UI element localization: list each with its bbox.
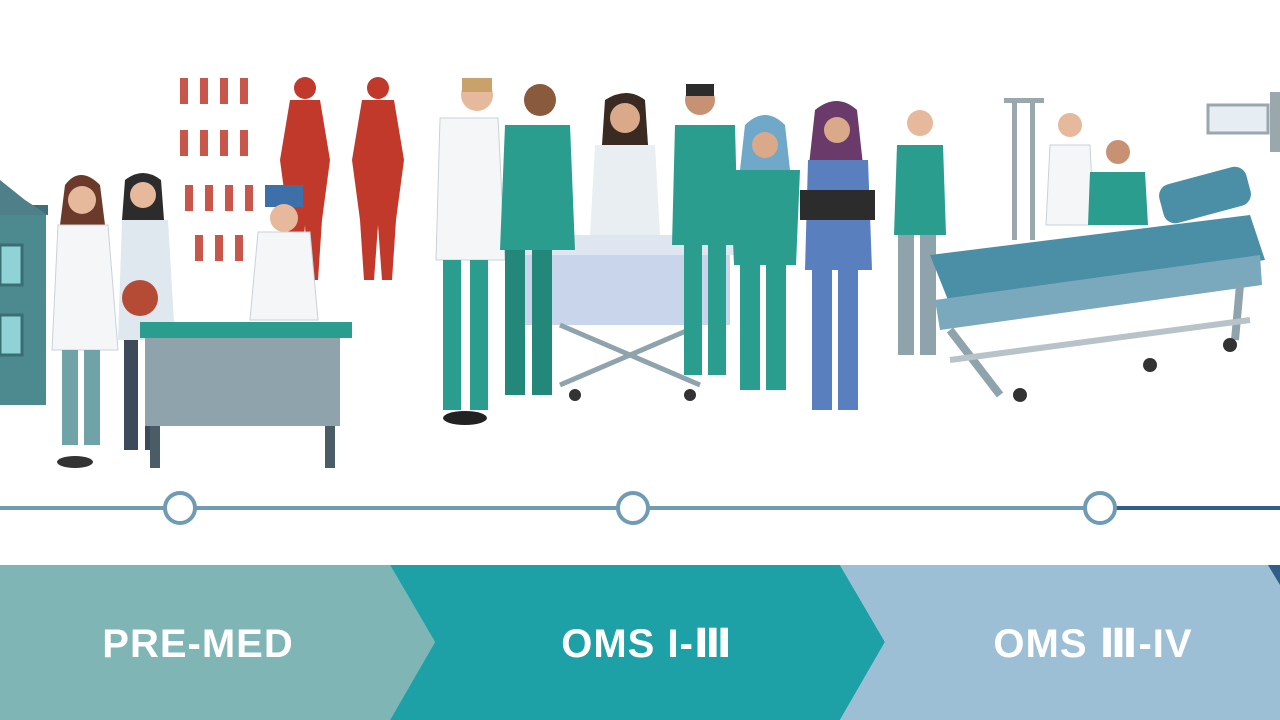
milestone-pre-med	[163, 491, 197, 525]
stage-arrow-next	[1268, 565, 1280, 585]
medical-education-illustration	[0, 77, 1280, 468]
school-building	[0, 180, 48, 405]
milestone-oms-3-4	[1083, 491, 1117, 525]
stage-banner: PRE-MED OMS I-Ⅲ OMS Ⅲ-IV	[0, 565, 1280, 720]
stage-label-pre-med: PRE-MED	[102, 622, 293, 666]
hospital-ward-figures	[894, 92, 1280, 402]
stage-label-oms-1-2: OMS I-Ⅲ	[561, 622, 732, 666]
classroom-figures	[51, 173, 352, 468]
stage-label-oms-3-4: OMS Ⅲ-IV	[993, 622, 1192, 666]
simulation-lab-figures	[435, 78, 875, 425]
timeline	[0, 491, 1280, 525]
stage-arrow-pre-med	[0, 565, 435, 720]
stage-arrow-oms-3-4	[840, 565, 1280, 720]
milestone-oms-1-2	[616, 491, 650, 525]
stage-arrow-oms-1-2	[390, 565, 885, 720]
